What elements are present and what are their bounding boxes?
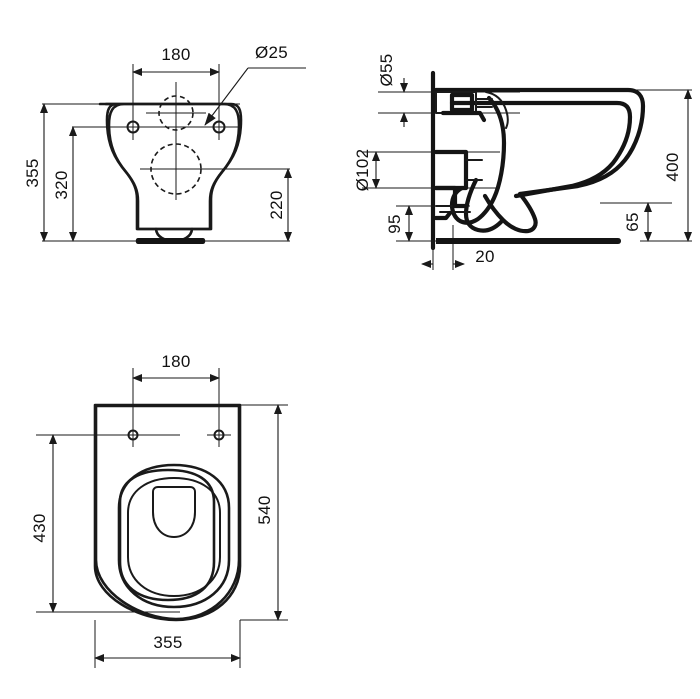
side-bowl-rim-inner xyxy=(449,100,633,199)
side-dim-400: 400 xyxy=(663,89,692,242)
plan-bowl-rim xyxy=(117,463,231,609)
side-dim-d55: Ø55 xyxy=(377,53,408,127)
front-dim-355: 355 xyxy=(23,103,48,242)
view-side-section: Ø55 Ø102 95 20 400 65 xyxy=(353,53,692,270)
view-front-elevation: 180 Ø25 355 320 220 xyxy=(23,43,306,244)
plan-bolt-hole-left xyxy=(121,423,145,447)
side-dim-d102: Ø102 xyxy=(353,149,380,192)
side-bowl-lower-sweep xyxy=(482,191,538,234)
side-floor-bar xyxy=(436,238,621,244)
side-dim-d55-label: Ø55 xyxy=(377,53,396,86)
side-dim-400-label: 400 xyxy=(663,152,682,181)
front-dim-220-label: 220 xyxy=(267,190,286,219)
plan-dim-540-label: 540 xyxy=(255,495,274,524)
front-bolt-hole-left xyxy=(120,114,146,140)
plan-dim-430: 430 xyxy=(30,434,57,613)
side-dim-65: 65 xyxy=(623,202,652,242)
front-centerlines xyxy=(140,82,212,200)
plan-dim-180-label: 180 xyxy=(161,352,190,371)
front-floor-bar xyxy=(135,238,206,244)
front-dim-320: 320 xyxy=(52,126,77,242)
side-flush-inlet xyxy=(435,91,493,123)
plan-dim-180: 180 xyxy=(132,352,220,382)
plan-flush-keyhole xyxy=(152,486,196,538)
front-dim-220: 220 xyxy=(267,168,292,242)
side-dim-95-label: 95 xyxy=(385,214,404,234)
side-fixing-bracket xyxy=(433,185,471,221)
plan-dim-355-label: 355 xyxy=(153,633,182,652)
plan-dim-355: 355 xyxy=(94,633,241,662)
front-bolt-hole-right xyxy=(206,114,232,140)
plan-dim-430-label: 430 xyxy=(30,513,49,542)
front-dim-320-label: 320 xyxy=(52,170,71,199)
front-dim-355-label: 355 xyxy=(23,158,42,187)
front-dim-d25-label: Ø25 xyxy=(255,43,288,62)
side-dim-20-label: 20 xyxy=(475,247,495,266)
side-dim-65-label: 65 xyxy=(623,212,642,232)
side-trap-curve xyxy=(463,177,504,233)
front-bowl-silhouette xyxy=(104,102,243,231)
plan-dim-540: 540 xyxy=(255,404,282,621)
side-dim-95: 95 xyxy=(385,205,413,242)
front-dim-180-label: 180 xyxy=(161,45,190,64)
view-plan: 180 430 540 355 xyxy=(30,352,288,668)
plan-seat-silhouette xyxy=(94,404,241,621)
front-dim-180: 180 xyxy=(132,45,220,76)
side-flush-hose xyxy=(485,91,509,129)
side-dim-20: 20 xyxy=(421,247,495,268)
side-dim-d102-label: Ø102 xyxy=(353,149,372,192)
front-dim-d25: Ø25 xyxy=(204,43,306,126)
plan-bolt-hole-right xyxy=(207,423,231,447)
side-bowl-outer xyxy=(433,87,646,197)
plan-bowl-aperture xyxy=(127,477,221,597)
